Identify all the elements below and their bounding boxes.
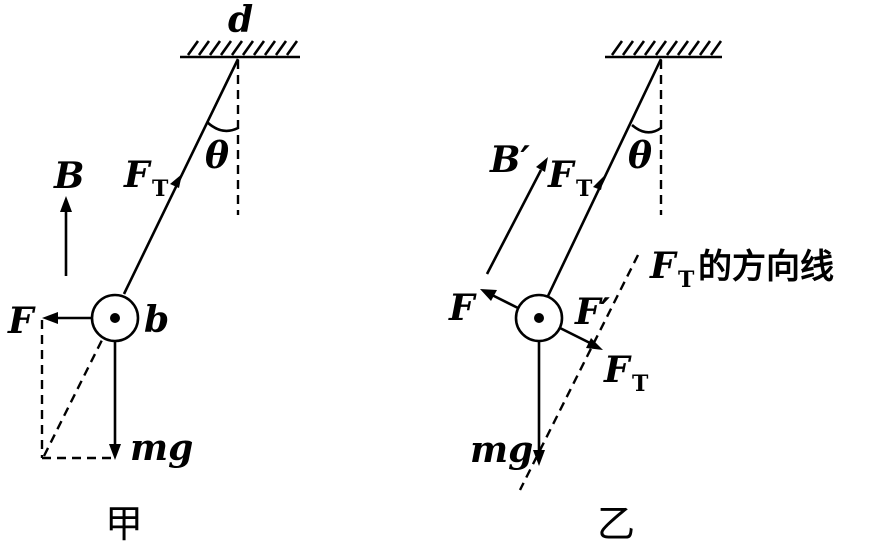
right-f-prime-arrow	[559, 326, 593, 346]
left-current-dot	[110, 313, 120, 323]
left-panel: d θ F T B b F mg 甲	[7, 0, 300, 546]
right-mg-arrowhead	[533, 450, 545, 466]
right-label-ft-line: F	[649, 245, 678, 287]
right-ft-arrowhead	[593, 176, 604, 190]
right-f-prime-arrowhead	[586, 338, 603, 350]
left-label-ft-sub: T	[152, 176, 169, 202]
left-label-b: b	[144, 299, 169, 341]
right-label-theta: θ	[628, 135, 652, 177]
left-caption: 甲	[105, 502, 143, 546]
right-label-ft2: F	[603, 349, 632, 391]
right-angle-arc	[631, 123, 662, 134]
left-ceiling	[180, 40, 300, 59]
right-label-f: F	[448, 287, 477, 329]
left-ft-arrowhead	[170, 174, 182, 188]
left-f-arrowhead	[42, 312, 58, 324]
right-current-dot	[534, 313, 544, 323]
left-angle-arc	[206, 121, 239, 133]
left-label-f: F	[7, 300, 36, 342]
left-b-arrowhead	[60, 196, 72, 212]
left-label-ft: F	[123, 154, 152, 196]
right-string	[546, 58, 663, 297]
right-b-prime-arrow	[485, 169, 543, 275]
label-d: d	[228, 0, 253, 41]
left-label-b-field: B	[53, 155, 84, 197]
left-label-mg: mg	[130, 427, 193, 469]
right-f-arrow	[491, 293, 519, 310]
right-f-arrowhead	[480, 289, 497, 301]
left-label-theta: θ	[205, 135, 229, 177]
right-panel: θ F T B′ F T 的方向线 F F′ F T mg 乙	[448, 40, 834, 546]
right-ceiling	[605, 40, 723, 59]
right-label-ft: F	[547, 154, 576, 196]
right-label-ft-line-sub: T	[678, 267, 695, 293]
right-label-ft-sub: T	[576, 176, 593, 202]
left-force-parallelogram	[40, 320, 113, 460]
right-label-ft2-sub: T	[632, 371, 649, 397]
right-caption: 乙	[597, 502, 635, 546]
right-label-mg: mg	[470, 429, 533, 471]
right-label-ft-line-text: 的方向线	[698, 247, 834, 287]
right-label-b-prime: B′	[489, 139, 530, 181]
left-mg-arrowhead	[109, 444, 121, 460]
right-b-prime-arrowhead	[536, 157, 548, 172]
right-label-f-prime: F′	[574, 291, 611, 333]
